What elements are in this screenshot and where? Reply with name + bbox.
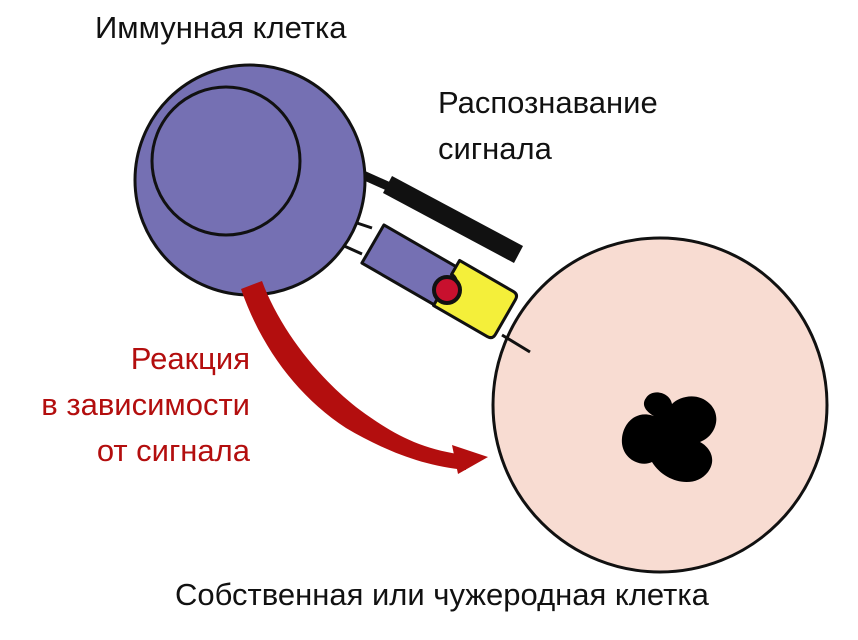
reaction-arrow-head [452,445,488,474]
reaction-label-line-3: от сигнала [96,433,250,468]
reaction-label-line-2: в зависимости [41,387,250,422]
target-ligand-stalk [501,333,531,354]
reaction-label-line-1: Реакция [130,341,250,376]
recognition-label-line-2: сигнала [438,131,552,166]
immune-cell [133,63,367,297]
immune-cell-label: Иммунная клетка [95,10,347,45]
recognition-label-line-1: Распознавание [438,85,658,120]
target-cell-label: Собственная или чужеродная клетка [175,577,709,612]
reaction-arrow-shaft [241,281,466,470]
target-cell-nucleus [621,392,717,483]
coreceptor-bar [383,176,523,263]
immune-cell-nucleus [150,85,302,237]
ligand-core [432,275,462,305]
